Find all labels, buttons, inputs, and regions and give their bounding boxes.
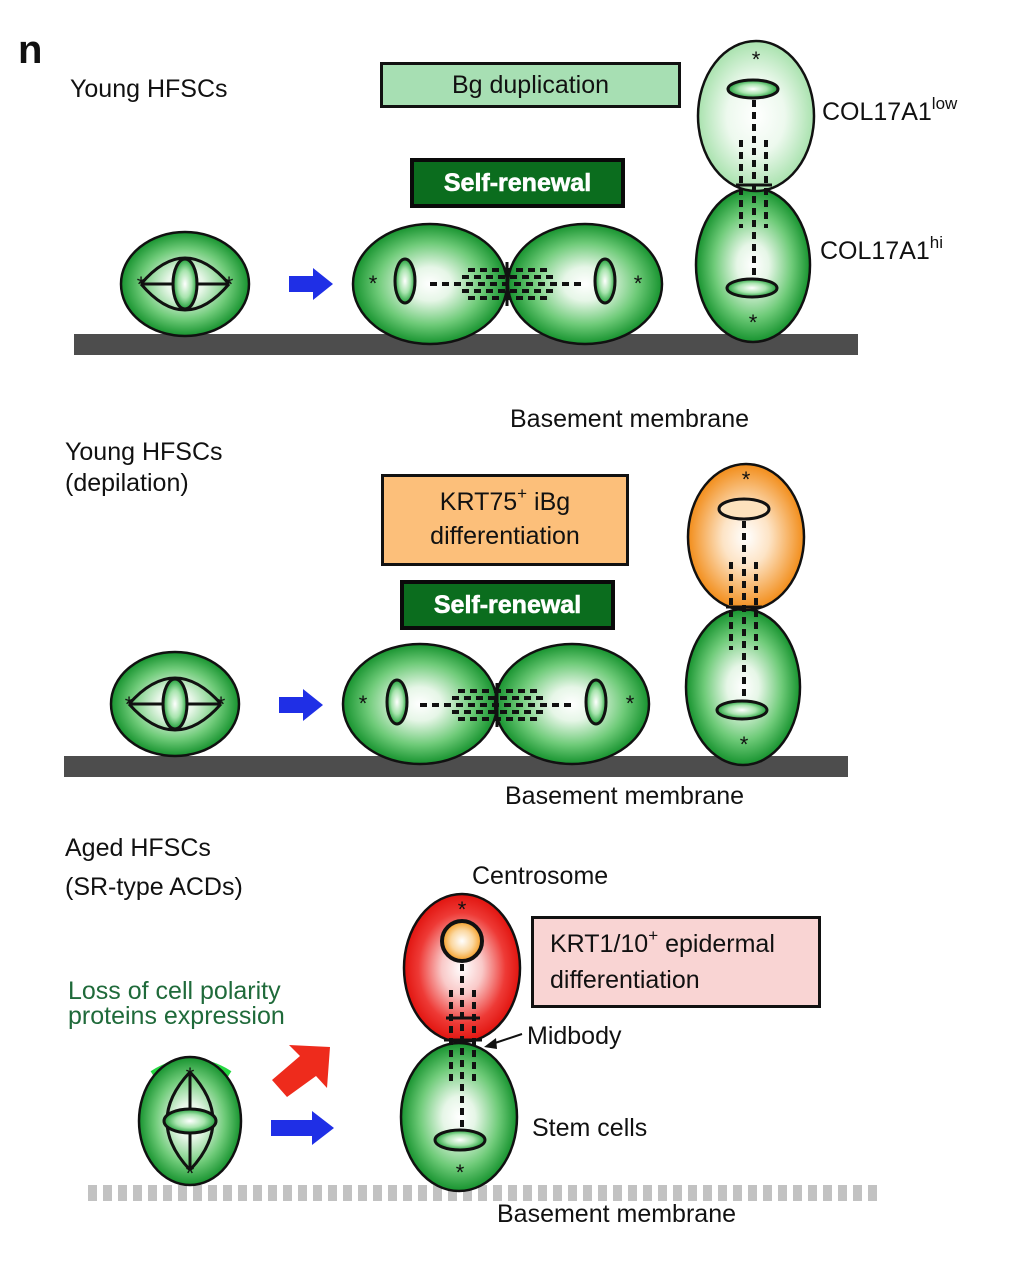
svg-text:*: *	[217, 692, 226, 717]
vertical-division-cells-1: * *	[694, 39, 816, 344]
arrow-blue-3	[271, 1111, 334, 1145]
panel-letter: n	[18, 28, 43, 72]
self-renewal-label-2: Self-renewal	[400, 580, 615, 630]
svg-text:*: *	[626, 691, 635, 716]
bg-duplication-label: Bg duplication	[380, 62, 681, 108]
vertical-division-cells-2: * *	[684, 462, 806, 767]
svg-text:*: *	[359, 691, 368, 716]
mitotic-cell-1: * *	[119, 230, 251, 338]
symmetric-division-cells-2: * *	[341, 642, 651, 766]
svg-text:*: *	[740, 732, 749, 757]
col17a1-hi-label: COL17A1hi	[820, 233, 944, 265]
svg-text:*: *	[186, 1161, 195, 1186]
col17a1-low-label: COL17A1low	[822, 94, 958, 126]
basement-membrane-label-1: Basement membrane	[510, 405, 750, 433]
section1-title: Young HFSCs	[70, 75, 228, 103]
arrow-blue-1	[289, 268, 333, 300]
basement-membrane-bar-1	[74, 334, 858, 355]
svg-text:*: *	[742, 467, 751, 492]
basement-membrane-label-2: Basement membrane	[505, 782, 745, 810]
symmetric-division-cells-1: * *	[351, 222, 664, 346]
arrow-red	[272, 1045, 330, 1097]
stem-cells-label: Stem cells	[532, 1114, 648, 1142]
basement-membrane-label-3: Basement membrane	[497, 1200, 737, 1228]
svg-text:*: *	[225, 272, 234, 297]
section2-title: Young HFSCs (depilation)	[65, 438, 223, 497]
krt1-10-differentiation-label: KRT1/10+ epidermal differentiation	[531, 916, 821, 1008]
krt75-differentiation-label: KRT75+ iBg differentiation	[381, 474, 629, 566]
svg-text:*: *	[749, 310, 758, 335]
svg-text:*: *	[186, 1063, 195, 1088]
section3-title: Aged HFSCs (SR-type ACDs)	[65, 834, 243, 901]
centrosome-label: Centrosome	[472, 862, 609, 890]
svg-text:*: *	[458, 897, 467, 922]
svg-text:*: *	[137, 272, 146, 297]
svg-text:*: *	[369, 271, 378, 296]
svg-text:*: *	[456, 1160, 465, 1185]
self-renewal-label-1: Self-renewal	[410, 158, 625, 208]
midbody-pointer-arrow	[484, 1033, 523, 1049]
svg-text:*: *	[752, 47, 761, 72]
basement-membrane-bar-2	[64, 756, 848, 777]
mitotic-cell-2: * *	[109, 650, 241, 758]
aged-mitotic-cell: * *	[137, 1055, 243, 1187]
midbody-label: Midbody	[527, 1022, 622, 1050]
arrow-blue-2	[279, 689, 323, 721]
loss-of-polarity-label: Loss of cell polarity proteins expressio…	[68, 977, 285, 1030]
svg-text:*: *	[634, 271, 643, 296]
svg-text:*: *	[125, 692, 134, 717]
sr-type-acd-cells: * *	[399, 892, 522, 1193]
